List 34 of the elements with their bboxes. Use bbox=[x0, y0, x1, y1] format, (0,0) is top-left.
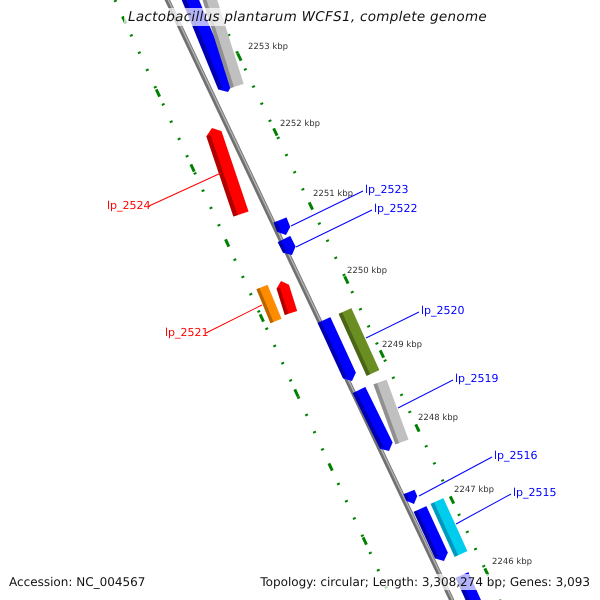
gene-segment bbox=[274, 217, 290, 235]
gene-label: lp_2515 bbox=[513, 486, 557, 500]
gene-segment bbox=[276, 281, 298, 315]
scale-label: 2251 kbp bbox=[313, 189, 354, 200]
gene-label: lp_2523 bbox=[365, 183, 409, 197]
gene-label: lp_2519 bbox=[455, 372, 499, 386]
genome-info-text: Topology: circular; Length: 3,308,274 bp; Genes: 3,093 bbox=[260, 574, 590, 590]
scale-label: 2249 kbp bbox=[382, 340, 422, 351]
gene-label: lp_2521 bbox=[165, 326, 209, 340]
scale-label: 2247 kbp bbox=[454, 485, 494, 496]
gene-segment bbox=[430, 498, 468, 557]
gene-label: lp_2524 bbox=[107, 199, 151, 213]
gene-segment bbox=[278, 236, 296, 255]
gene-segment bbox=[373, 380, 409, 444]
scale-label: 2250 kbp bbox=[347, 266, 388, 277]
gene-label: lp_2520 bbox=[421, 304, 465, 318]
leader-line bbox=[418, 456, 492, 496]
gene-segment bbox=[206, 128, 249, 217]
gene-label: lp_2522 bbox=[374, 202, 418, 216]
scale-label: 2246 kbp bbox=[492, 557, 532, 568]
scale-label: 2248 kbp bbox=[418, 413, 458, 424]
gene-label: lp_2516 bbox=[494, 449, 538, 463]
genome-info-text: Accession: NC_004567 bbox=[9, 574, 146, 590]
leader-line bbox=[296, 210, 372, 248]
leader-line bbox=[206, 304, 262, 334]
scale-label: 2253 kbp bbox=[248, 42, 288, 53]
leader-line bbox=[456, 494, 512, 524]
leader-line bbox=[290, 190, 364, 226]
leader-line bbox=[148, 172, 222, 206]
scale-label: 2252 kbp bbox=[280, 119, 320, 130]
gene-segment bbox=[403, 490, 418, 504]
leader-line bbox=[398, 380, 454, 408]
leader-line bbox=[366, 312, 420, 338]
gene-segment bbox=[338, 308, 380, 376]
